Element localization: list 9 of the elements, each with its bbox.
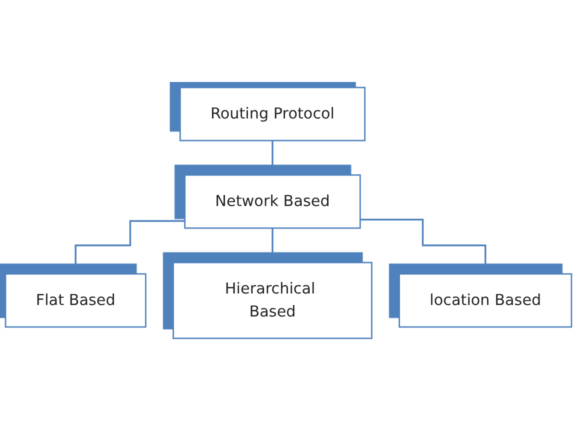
node-box: Routing Protocol [179,86,366,141]
node-box: Hierarchical Based [172,261,372,339]
connector [74,220,185,274]
node-box: location Based [398,272,572,328]
connector [272,226,274,263]
node-box: Flat Based [4,272,146,328]
node-box: Network Based [184,174,361,228]
connector [272,139,274,176]
connector [360,218,486,274]
